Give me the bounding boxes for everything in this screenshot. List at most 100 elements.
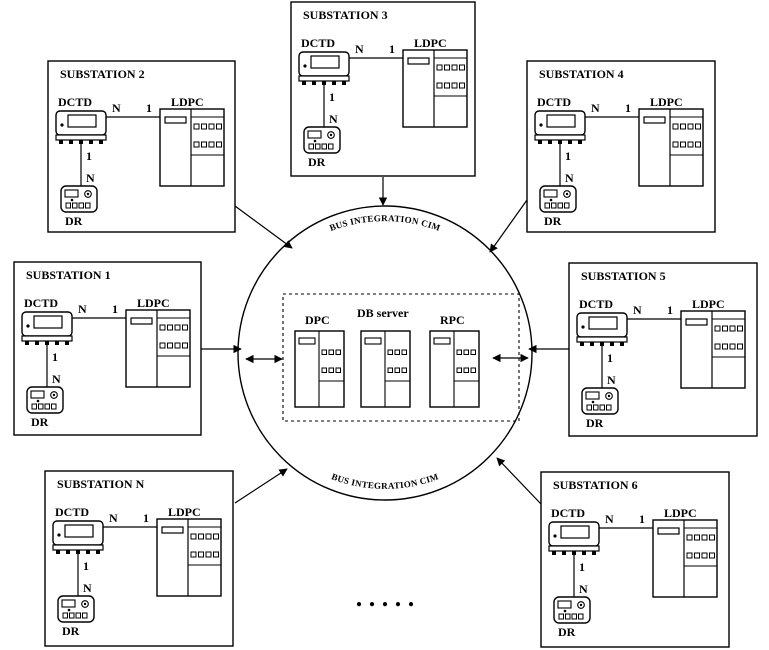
meter-icon — [298, 51, 350, 85]
cardinality-lower: N — [607, 373, 616, 387]
recorder-icon — [26, 386, 64, 414]
recorder-label: DR — [308, 155, 326, 169]
meter-icon — [548, 521, 600, 555]
more-substations-ellipsis: . . . . . — [356, 583, 415, 612]
server-label-db: DB server — [357, 306, 409, 320]
recorder-label: DR — [586, 416, 604, 430]
substation-title: SUBSTATION 2 — [60, 67, 145, 81]
recorder-icon — [539, 185, 577, 213]
cardinality-meter-side: N — [605, 512, 614, 526]
meter-icon — [576, 312, 628, 346]
recorder-icon — [303, 126, 341, 154]
cardinality-ldpc-side: 1 — [639, 512, 645, 526]
server-label-rpc: RPC — [440, 313, 465, 327]
server-label-dpc: DPC — [305, 313, 330, 327]
ldpc-label: LDPC — [137, 296, 170, 310]
arrow-substation-n — [234, 468, 288, 504]
cardinality-upper: 1 — [565, 149, 571, 163]
cardinality-meter-side: N — [109, 511, 118, 525]
server-cabinet-icon — [360, 330, 411, 408]
server-cabinet-icon — [294, 330, 345, 408]
recorder-icon — [60, 185, 98, 213]
cardinality-ldpc-side: 1 — [143, 511, 149, 525]
cardinality-upper: 1 — [329, 90, 335, 104]
meter-label: DCTD — [537, 95, 571, 109]
substation-title: SUBSTATION 6 — [553, 478, 638, 492]
server-group-frame — [282, 293, 520, 422]
cardinality-lower: N — [565, 171, 574, 185]
cardinality-upper: 1 — [579, 560, 585, 574]
substation-title: SUBSTATION 3 — [303, 8, 388, 22]
arrow-substation-6 — [496, 457, 542, 505]
cardinality-ldpc-side: 1 — [389, 42, 395, 56]
bus-label-bottom-path: BUS INTEGRATION CIM — [330, 471, 440, 491]
bus-label-top-path: BUS INTEGRATION CIM — [328, 213, 442, 233]
cardinality-ldpc-side: 1 — [146, 101, 152, 115]
meter-icon — [534, 110, 586, 144]
substation-title: SUBSTATION 1 — [26, 268, 111, 282]
meter-label: DCTD — [55, 505, 89, 519]
ldpc-label: LDPC — [692, 297, 725, 311]
cardinality-lower: N — [86, 171, 95, 185]
ldpc-cabinet-icon — [680, 310, 746, 389]
cardinality-ldpc-side: 1 — [625, 101, 631, 115]
cardinality-lower: N — [329, 112, 338, 126]
cardinality-meter-side: N — [355, 42, 364, 56]
ldpc-cabinet-icon — [156, 518, 222, 597]
meter-label: DCTD — [58, 95, 92, 109]
ldpc-label: LDPC — [171, 95, 204, 109]
bus-label-top: BUS INTEGRATION CIM — [328, 213, 442, 233]
cardinality-meter-side: N — [591, 101, 600, 115]
cardinality-ldpc-side: 1 — [112, 302, 118, 316]
recorder-label: DR — [544, 214, 562, 228]
cardinality-meter-side: N — [78, 302, 87, 316]
meter-label: DCTD — [579, 297, 613, 311]
cardinality-meter-side: N — [633, 303, 642, 317]
ldpc-cabinet-icon — [159, 108, 225, 187]
ldpc-cabinet-icon — [638, 108, 704, 187]
cardinality-lower: N — [52, 372, 61, 386]
cardinality-upper: 1 — [607, 351, 613, 365]
recorder-label: DR — [558, 625, 576, 639]
ldpc-label: LDPC — [168, 505, 201, 519]
meter-label: DCTD — [551, 506, 585, 520]
arrow-substation-4 — [489, 199, 528, 253]
ldpc-label: LDPC — [414, 36, 447, 50]
meter-label: DCTD — [301, 36, 335, 50]
meter-label: DCTD — [24, 296, 58, 310]
arrow-substation-2 — [234, 205, 293, 249]
substation-title: SUBSTATION N — [57, 477, 145, 491]
ldpc-cabinet-icon — [402, 49, 468, 128]
recorder-icon — [553, 596, 591, 624]
recorder-label: DR — [31, 415, 49, 429]
recorder-icon — [57, 595, 95, 623]
ldpc-cabinet-icon — [125, 309, 191, 388]
cardinality-upper: 1 — [86, 149, 92, 163]
server-cabinet-icon — [429, 330, 480, 408]
substation-title: SUBSTATION 5 — [581, 269, 666, 283]
meter-icon — [21, 311, 73, 345]
substation-title: SUBSTATION 4 — [539, 67, 624, 81]
cardinality-lower: N — [83, 581, 92, 595]
cardinality-upper: 1 — [52, 350, 58, 364]
cardinality-ldpc-side: 1 — [667, 303, 673, 317]
ldpc-label: LDPC — [664, 506, 697, 520]
meter-icon — [55, 110, 107, 144]
bus-label-bottom: BUS INTEGRATION CIM — [330, 471, 440, 491]
ldpc-cabinet-icon — [652, 519, 718, 598]
recorder-label: DR — [65, 214, 83, 228]
cardinality-lower: N — [579, 582, 588, 596]
meter-icon — [52, 520, 104, 554]
cardinality-upper: 1 — [83, 559, 89, 573]
ldpc-label: LDPC — [650, 95, 683, 109]
recorder-label: DR — [62, 624, 80, 638]
recorder-icon — [581, 387, 619, 415]
